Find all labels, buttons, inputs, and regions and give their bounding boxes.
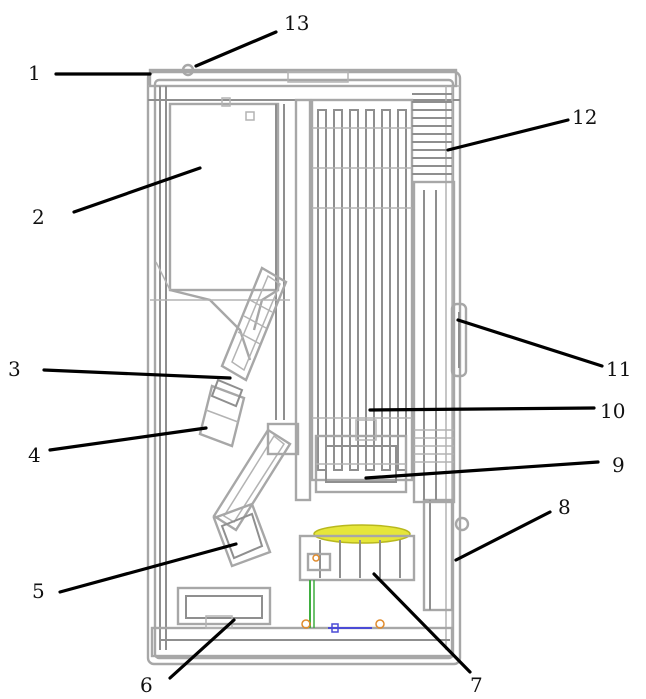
callout-3: 3 xyxy=(8,357,21,381)
callout-11: 11 xyxy=(606,357,631,381)
leader-5 xyxy=(58,542,238,594)
leader-10 xyxy=(368,406,596,412)
leader-6 xyxy=(168,618,236,680)
callout-4: 4 xyxy=(28,443,41,467)
heat-exchanger-tubes xyxy=(294,98,414,502)
callout-6: 6 xyxy=(140,673,153,697)
callout-1: 1 xyxy=(28,61,41,85)
leader-13 xyxy=(194,30,278,68)
leader-3 xyxy=(42,368,232,380)
leader-8 xyxy=(454,510,552,562)
auger-feeder xyxy=(220,266,288,382)
leader-11 xyxy=(456,318,604,368)
pellet-hopper xyxy=(150,97,290,420)
callout-9: 9 xyxy=(612,453,625,477)
auger-motor xyxy=(198,378,246,448)
callout-13: 13 xyxy=(284,11,309,35)
callout-7: 7 xyxy=(470,673,483,697)
callout-2: 2 xyxy=(32,205,45,229)
wiring xyxy=(301,554,385,633)
leader-4 xyxy=(48,426,208,452)
burn-pot xyxy=(298,524,416,582)
leader-7 xyxy=(372,572,472,674)
convection-coil xyxy=(412,93,456,504)
firebox xyxy=(314,419,408,494)
leader-9 xyxy=(364,460,600,480)
base-electrical-tray xyxy=(176,586,272,629)
leader-2 xyxy=(72,166,202,214)
exhaust-outlet xyxy=(422,498,470,612)
callout-labels: 1 2 3 4 5 6 7 8 9 10 11 12 13 xyxy=(8,11,631,697)
combustion-fan xyxy=(212,502,272,568)
callout-8: 8 xyxy=(558,495,571,519)
callout-10: 10 xyxy=(600,399,625,423)
leader-12 xyxy=(446,118,570,152)
leader-lines xyxy=(42,30,604,680)
callout-5: 5 xyxy=(32,579,45,603)
callout-12: 12 xyxy=(572,105,597,129)
